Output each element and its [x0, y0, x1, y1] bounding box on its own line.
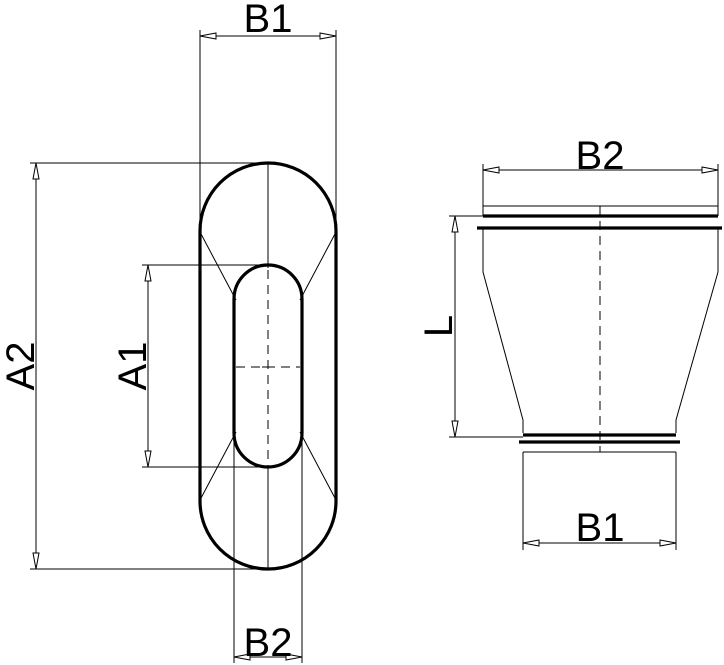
dim-label-front-b1: B1: [244, 0, 293, 41]
dim-label-side-b1: B1: [576, 506, 625, 550]
arrow-head: [319, 32, 337, 40]
dim-label-front-b2: B2: [244, 621, 293, 665]
arrow-head: [701, 166, 719, 174]
side-view: B2 L B1: [417, 134, 722, 550]
dim-side-b2: B2: [482, 134, 719, 206]
arrow-head: [482, 166, 500, 174]
dim-side-l: L: [417, 215, 523, 438]
arrow-head: [32, 552, 40, 570]
dim-front-a2: A2: [0, 162, 268, 570]
transition-line: [299, 431, 337, 501]
dim-front-a1: A1: [111, 264, 268, 468]
arrow-head: [199, 32, 217, 40]
dim-front-b2: B2: [233, 367, 303, 665]
transition-line: [199, 431, 237, 501]
transition-line: [299, 231, 337, 301]
dim-label-side-b2: B2: [576, 134, 625, 178]
arrow-head: [233, 653, 251, 661]
dim-label-side-l: L: [417, 315, 461, 337]
arrow-head: [32, 162, 40, 180]
arrow-head: [285, 653, 303, 661]
arrow-head: [144, 450, 152, 468]
front-view: B1 A2 A1 B2: [0, 0, 338, 665]
cone-side: [482, 271, 524, 421]
arrow-head: [522, 539, 540, 547]
arrow-head: [451, 420, 459, 438]
arrow-head: [144, 264, 152, 282]
cone-side: [675, 271, 719, 421]
transition-line: [199, 231, 237, 301]
arrow-head: [451, 215, 459, 233]
dim-side-b1: B1: [522, 452, 677, 550]
dim-label-front-a1: A1: [111, 342, 155, 391]
dim-front-b1: B1: [199, 0, 337, 232]
arrow-head: [659, 539, 677, 547]
dim-label-front-a2: A2: [0, 342, 43, 391]
